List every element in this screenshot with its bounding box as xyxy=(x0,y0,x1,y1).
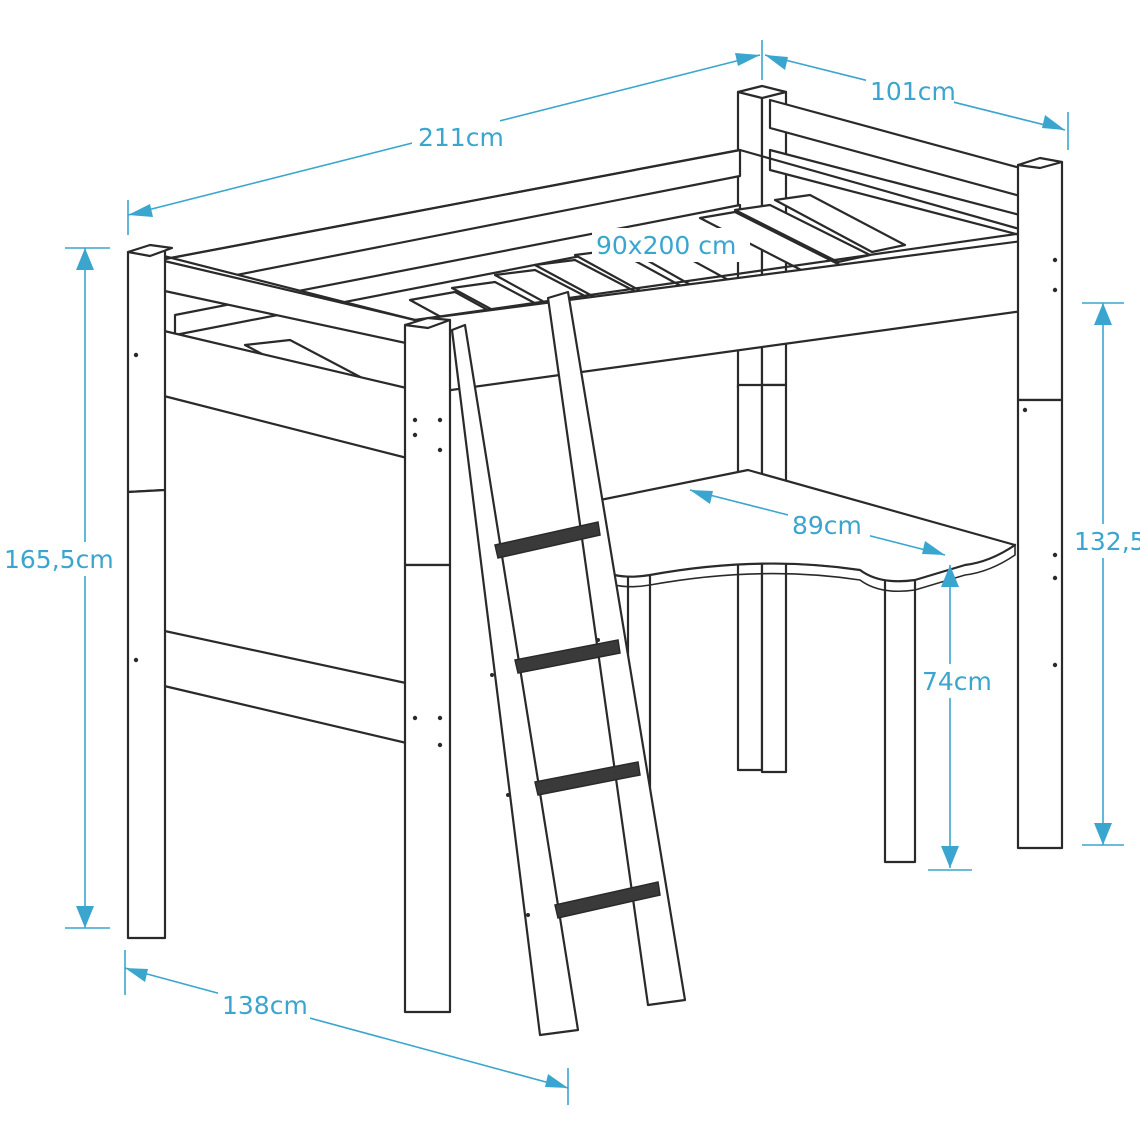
length-label: 211cm xyxy=(418,123,504,152)
back-leg-lower-side xyxy=(760,383,788,774)
front-post-upper xyxy=(403,318,452,567)
back-leg-lower xyxy=(736,383,764,772)
mattress-size-label: 90x200 cm xyxy=(596,231,736,260)
width-label: 101cm xyxy=(870,77,956,106)
right-post-upper xyxy=(1016,160,1064,402)
post-cap xyxy=(1016,156,1064,170)
desk-height-label: 74cm xyxy=(922,667,992,696)
ladder-step xyxy=(554,881,661,919)
slat xyxy=(773,193,907,254)
front-post-lower xyxy=(403,563,452,1014)
post-cap xyxy=(403,316,452,330)
foot-bottom-rail xyxy=(158,628,417,747)
ladder xyxy=(450,290,687,1037)
desk-edge xyxy=(599,543,1016,593)
desk-width-label: 89cm xyxy=(792,511,862,540)
dimension-lines xyxy=(65,40,1124,1105)
post-cap xyxy=(126,243,174,258)
ladder-step xyxy=(514,639,621,674)
left-post-lower xyxy=(126,488,167,940)
ladder-step xyxy=(494,521,601,559)
under-bed-height-label: 132,5 xyxy=(1074,527,1140,556)
desk-leg-front-right xyxy=(883,578,917,864)
ladder-step xyxy=(534,761,641,796)
post-cap xyxy=(736,84,788,100)
total-height-label: 165,5cm xyxy=(4,545,114,574)
base-depth-label: 138cm xyxy=(222,991,308,1020)
left-post-upper xyxy=(126,246,167,494)
right-post-lower xyxy=(1016,398,1064,850)
ladder-left-rail xyxy=(450,323,580,1037)
